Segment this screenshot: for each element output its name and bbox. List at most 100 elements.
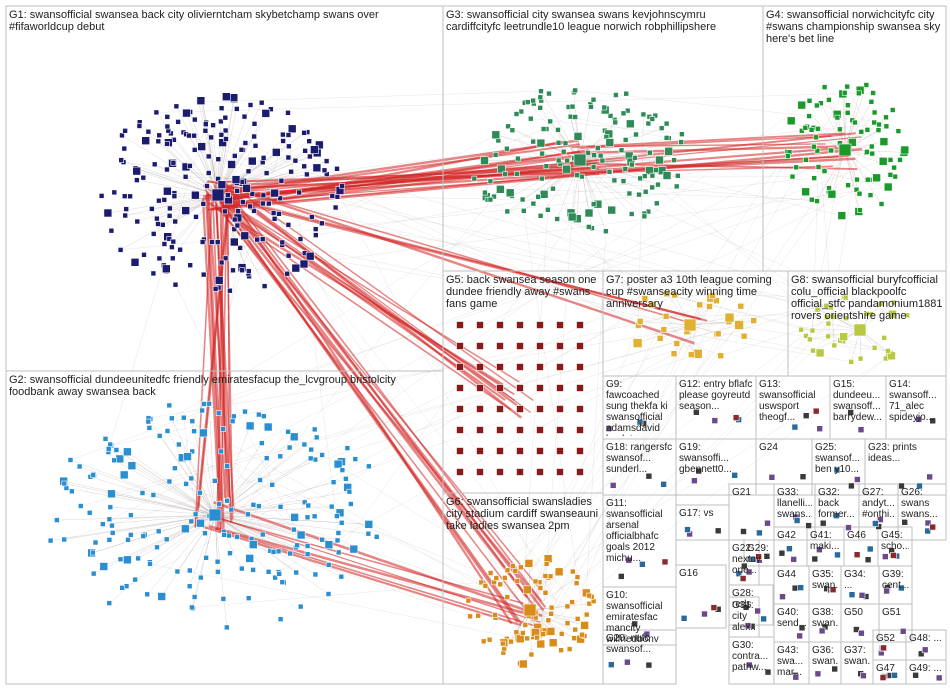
node-g5-3-1: [476, 384, 484, 392]
node-g4-55: [814, 102, 820, 109]
node-g8-22: [825, 320, 832, 327]
node-g2-6: [291, 526, 297, 533]
edge-long-56: [518, 131, 862, 638]
node-g5-4-5: [556, 405, 564, 413]
node-g1-221: [218, 105, 225, 111]
node-g7-7: [740, 332, 748, 340]
edge-long-50: [204, 100, 810, 534]
edge-g1-178: [188, 135, 219, 196]
node-g3-133: [502, 171, 508, 177]
node-g1-90: [167, 205, 173, 212]
edge-g2-8: [79, 466, 216, 516]
node-g6-69: [504, 567, 511, 574]
group-label-g12: G12: entry bflafc please goyreutd season…: [679, 379, 753, 412]
node-g1-61: [332, 204, 339, 211]
node-g3-74: [590, 201, 597, 207]
node-g6-10: [493, 575, 500, 581]
node-g1-84: [136, 123, 143, 129]
node-g17-2: [684, 526, 691, 533]
node-g48-0: [917, 650, 925, 658]
node-g26-3: [929, 523, 937, 531]
node-g2-114: [335, 549, 342, 556]
group-label-g4: G4: swansofficial norwichcityfc city #sw…: [766, 9, 941, 45]
node-g22-2: [735, 570, 743, 578]
node-g2-162: [189, 604, 195, 611]
node-g3-113: [562, 140, 569, 147]
node-g4-24: [883, 114, 889, 121]
node-g2-47: [220, 596, 227, 602]
edge-long-37: [236, 143, 566, 184]
edge-strong-1-10: [215, 204, 232, 511]
node-g4-10: [797, 100, 807, 110]
edge-long-40: [523, 317, 730, 665]
node-g5-0-1: [476, 321, 484, 329]
node-g1-121: [200, 271, 207, 278]
node-g2-82: [172, 465, 178, 472]
node-g8-12: [871, 344, 878, 351]
node-g3-115: [622, 166, 629, 172]
group-label-g42: G42: [777, 530, 796, 541]
node-g8-25: [809, 327, 816, 334]
node-g5-1-0: [456, 342, 464, 350]
node-g2-31: [117, 556, 124, 563]
edge-strong-6-2: [587, 143, 826, 148]
edge-long-78: [174, 195, 831, 308]
node-g6-28: [537, 585, 544, 591]
node-g1-176: [238, 147, 245, 153]
node-g25-0: [848, 482, 855, 490]
group-label-g18: G18: rangersfc swansof... sunderl...: [606, 442, 673, 475]
node-g51-1: [899, 627, 907, 635]
edge-long-74: [809, 100, 899, 132]
node-g2-196: [338, 519, 345, 526]
node-g2-105: [92, 539, 99, 546]
group-panel-g31: [728, 596, 760, 638]
node-g5-7-1: [476, 468, 484, 476]
node-g3-69: [518, 108, 525, 115]
node-g8-32: [885, 348, 891, 354]
node-g1-36: [288, 168, 294, 175]
node-g2-160: [249, 540, 258, 549]
node-g3-3: [613, 92, 619, 98]
edge-long-119: [567, 332, 689, 624]
node-g2-141: [231, 413, 237, 420]
edge-g1-92: [135, 167, 219, 196]
node-g6-46: [574, 616, 581, 622]
node-g3-146: [641, 213, 648, 220]
edge-long-84: [223, 531, 471, 617]
node-g3-85: [620, 178, 627, 184]
edge-g1-104: [198, 101, 219, 196]
node-g2-156: [123, 555, 132, 565]
node-g3-76: [573, 132, 583, 141]
node-g21-2: [756, 529, 763, 537]
node-g6-70: [547, 573, 554, 580]
node-g1-139: [334, 166, 340, 172]
node-g3-126: [646, 149, 653, 156]
node-g6-0: [487, 570, 494, 576]
node-g2-79: [296, 530, 306, 540]
node-g2-189: [145, 418, 152, 425]
node-g7-9: [717, 352, 725, 360]
edge-long-101: [217, 241, 875, 349]
node-g23-2: [916, 482, 923, 490]
edge-long-115: [248, 186, 889, 272]
node-g5-4-1: [476, 405, 484, 413]
node-g1-200: [191, 132, 197, 139]
node-g4-13: [814, 147, 821, 154]
node-g1-185: [248, 156, 257, 166]
edge-long-70: [251, 293, 667, 540]
edge-g2-148: [64, 483, 216, 516]
edge-strong-5-1: [208, 524, 526, 615]
node-g2-92: [285, 428, 291, 435]
group-label-g13: G13: swansofficial uswsport theogf...: [759, 379, 819, 423]
node-g41-2: [834, 551, 841, 559]
edge-long-96: [512, 130, 661, 339]
node-g6-72: [515, 634, 525, 644]
edge-long-22: [306, 132, 568, 624]
node-g1-16: [252, 143, 259, 149]
node-g6-85: [499, 640, 506, 647]
node-g1-128: [234, 106, 240, 112]
node-g2-143: [304, 514, 311, 521]
node-g3-29: [625, 119, 635, 129]
node-g5-7-4: [536, 468, 544, 476]
node-g6-87: [583, 611, 590, 618]
